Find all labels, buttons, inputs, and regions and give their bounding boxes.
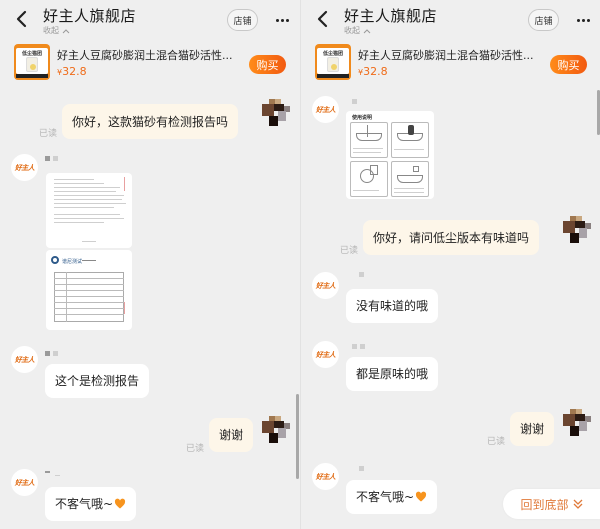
- store-button[interactable]: 店铺: [528, 9, 559, 31]
- user-avatar[interactable]: [561, 216, 593, 248]
- user-avatar[interactable]: [260, 99, 292, 131]
- chevron-left-icon: [317, 10, 328, 28]
- incoming-message[interactable]: 不客气哦~: [45, 487, 137, 521]
- product-thumbnail[interactable]: 低尘猫团: [14, 44, 50, 80]
- sender-name-redacted: [352, 99, 357, 104]
- scrollbar[interactable]: [296, 394, 299, 479]
- sender-name-redacted: [45, 351, 58, 356]
- outgoing-message[interactable]: 你好，请问低尘版本有味道吗: [363, 220, 540, 255]
- product-name: 好主人豆腐砂膨润土混合猫砂活性...: [57, 49, 233, 62]
- chevron-up-icon: [62, 28, 70, 33]
- product-thumbnail[interactable]: 低尘猫团: [315, 44, 351, 80]
- shop-avatar[interactable]: 好主人: [312, 463, 339, 490]
- buy-button[interactable]: 购买: [550, 55, 587, 74]
- product-card[interactable]: 低尘猫团 好主人豆腐砂膨润土混合猫砂活性... ¥32.8 购买: [0, 40, 300, 84]
- chevron-left-icon: [16, 10, 27, 28]
- outgoing-message[interactable]: 谢谢: [209, 418, 254, 452]
- shop-avatar[interactable]: 好主人: [312, 272, 339, 299]
- product-card[interactable]: 低尘猫团 好主人豆腐砂膨润土混合猫砂活性... ¥32.8 购买: [301, 40, 600, 84]
- message-text: 不客气哦~: [356, 490, 415, 504]
- buy-button[interactable]: 购买: [249, 55, 286, 74]
- back-to-bottom-label: 回到底部: [520, 497, 569, 512]
- sender-name-redacted: [45, 471, 60, 476]
- shop-avatar[interactable]: 好主人: [11, 469, 38, 496]
- incoming-message[interactable]: 这个是检测报告: [45, 364, 150, 398]
- read-status: 已读: [186, 444, 205, 454]
- sender-name-redacted: [352, 344, 365, 349]
- scrollbar[interactable]: [597, 90, 600, 135]
- shop-title: 好主人旗舰店: [344, 7, 438, 25]
- lab-logo-text: 谱尼测试: [62, 259, 83, 265]
- chat-header: 好主人旗舰店 收起 店铺: [301, 0, 600, 40]
- instructions-title: 使用说明: [352, 115, 373, 121]
- lab-logo-icon: [51, 256, 59, 264]
- product-price: ¥32.8: [57, 65, 87, 78]
- product-name: 好主人豆腐砂膨润土混合猫砂活性...: [358, 49, 534, 62]
- shop-avatar[interactable]: 好主人: [312, 96, 339, 123]
- double-chevron-down-icon: [573, 499, 582, 509]
- test-report-image-page1[interactable]: [46, 173, 132, 248]
- thumb-label: 低尘猫团: [322, 51, 343, 57]
- back-button[interactable]: [12, 8, 32, 30]
- shop-title: 好主人旗舰店: [43, 7, 137, 25]
- read-status: 已读: [340, 246, 359, 256]
- user-avatar[interactable]: [561, 409, 593, 441]
- back-to-bottom-button[interactable]: 回到底部: [503, 489, 600, 519]
- chevron-up-icon: [363, 28, 371, 33]
- chat-panel-right: 好主人旗舰店 收起 店铺 低尘猫团 好主人豆腐砂膨润土混合猫砂活性... ¥32…: [300, 0, 600, 529]
- usage-instructions-image[interactable]: 使用说明: [346, 111, 434, 199]
- product-price: ¥32.8: [358, 65, 388, 78]
- chat-header: 好主人旗舰店 收起 店铺: [0, 0, 300, 40]
- more-dots-icon[interactable]: [577, 16, 591, 24]
- incoming-message[interactable]: 都是原味的哦: [346, 357, 439, 391]
- orange-heart-icon: [114, 498, 126, 509]
- chat-panel-left: 好主人旗舰店 收起 店铺 低尘猫团 好主人豆腐砂膨润土混合猫砂活性... ¥32…: [0, 0, 300, 521]
- back-button[interactable]: [313, 8, 333, 30]
- orange-heart-icon: [415, 491, 427, 502]
- thumb-label: 低尘猫团: [21, 51, 42, 57]
- read-status: 已读: [487, 437, 506, 447]
- store-button[interactable]: 店铺: [227, 9, 258, 31]
- collapse-toggle[interactable]: 收起: [344, 25, 371, 36]
- shop-avatar[interactable]: 好主人: [11, 154, 38, 181]
- incoming-message[interactable]: 不客气哦~: [346, 480, 438, 514]
- outgoing-message[interactable]: 谢谢: [510, 412, 555, 446]
- collapse-label: 收起: [43, 26, 59, 35]
- sender-name-redacted: [359, 466, 364, 471]
- test-report-image-page2[interactable]: 谱尼测试: [46, 250, 132, 330]
- incoming-message[interactable]: 没有味道的哦: [346, 289, 439, 323]
- shop-avatar[interactable]: 好主人: [312, 341, 339, 368]
- shop-avatar[interactable]: 好主人: [11, 346, 38, 373]
- sender-name-redacted: [45, 156, 58, 161]
- collapse-toggle[interactable]: 收起: [43, 25, 70, 36]
- read-status: 已读: [39, 129, 58, 139]
- message-text: 不客气哦~: [55, 497, 114, 511]
- collapse-label: 收起: [344, 26, 360, 35]
- more-dots-icon[interactable]: [276, 16, 290, 24]
- user-avatar[interactable]: [260, 416, 292, 448]
- outgoing-message[interactable]: 你好，这款猫砂有检测报告吗: [62, 104, 239, 139]
- sender-name-redacted: [359, 272, 364, 277]
